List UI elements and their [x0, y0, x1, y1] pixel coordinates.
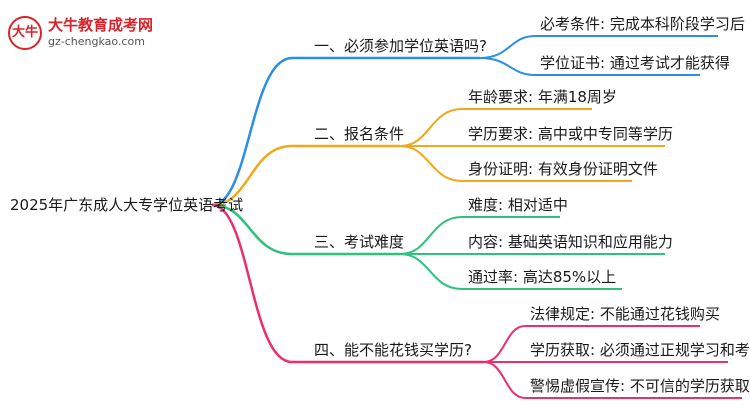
site-logo: 大牛 大牛教育成考网 gz-chengkao.com — [8, 14, 178, 54]
branch-1-leaf-2: 学位证书: 通过考试才能获得 — [540, 54, 730, 72]
branch-2-leaf-1: 年龄要求: 年满18周岁 — [468, 88, 617, 106]
branch-4-leaf-3: 警惕虚假宣传: 不可信的学历获取方式 — [530, 377, 750, 395]
root-node: 2025年广东成人大专学位英语考试 — [10, 196, 244, 214]
connector-branch-4-leaf-3 — [483, 361, 742, 399]
connector-root-branch-3 — [211, 203, 400, 256]
logo-title: 大牛教育成考网 — [48, 16, 154, 34]
connector-branch-1-leaf-1 — [479, 35, 718, 59]
logo-badge-icon: 大牛 — [8, 16, 42, 50]
connector-root-branch-1 — [211, 56, 480, 207]
branch-3-leaf-2: 内容: 基础英语知识和应用能力 — [468, 233, 673, 251]
connector-branch-3-leaf-1 — [399, 216, 560, 255]
connector-branch-2-leaf-3 — [399, 145, 632, 182]
branch-2-label: 二、报名条件 — [314, 125, 405, 143]
branch-3-leaf-1: 难度: 相对适中 — [468, 196, 568, 214]
branch-1-leaf-1: 必考条件: 完成本科阶段学习后 — [540, 15, 745, 33]
branch-2-leaf-3: 身份证明: 有效身份证明文件 — [468, 160, 658, 178]
branch-2-leaf-2: 学历要求: 高中或中专同等学历 — [468, 125, 673, 143]
connector-branch-3-leaf-3 — [399, 253, 622, 290]
branch-4-leaf-2: 学历获取: 必须通过正规学习和考试 — [530, 341, 750, 359]
connector-branch-2-leaf-1 — [399, 108, 592, 147]
connector-root-branch-2 — [211, 144, 400, 207]
branch-4-label: 四、能不能花钱买学历? — [314, 341, 472, 359]
branch-1-label: 一、必须参加学位英语吗? — [314, 37, 487, 55]
branch-4-leaf-1: 法律规定: 不能通过花钱购买 — [530, 305, 720, 323]
logo-url: gz-chengkao.com — [48, 35, 145, 48]
branch-3-leaf-3: 通过率: 高达85%以上 — [468, 268, 617, 286]
branch-3-label: 三、考试难度 — [314, 233, 405, 251]
connector-branch-4-leaf-1 — [483, 325, 700, 363]
connector-branch-1-leaf-2 — [479, 57, 700, 76]
connector-root-branch-4 — [211, 203, 484, 364]
